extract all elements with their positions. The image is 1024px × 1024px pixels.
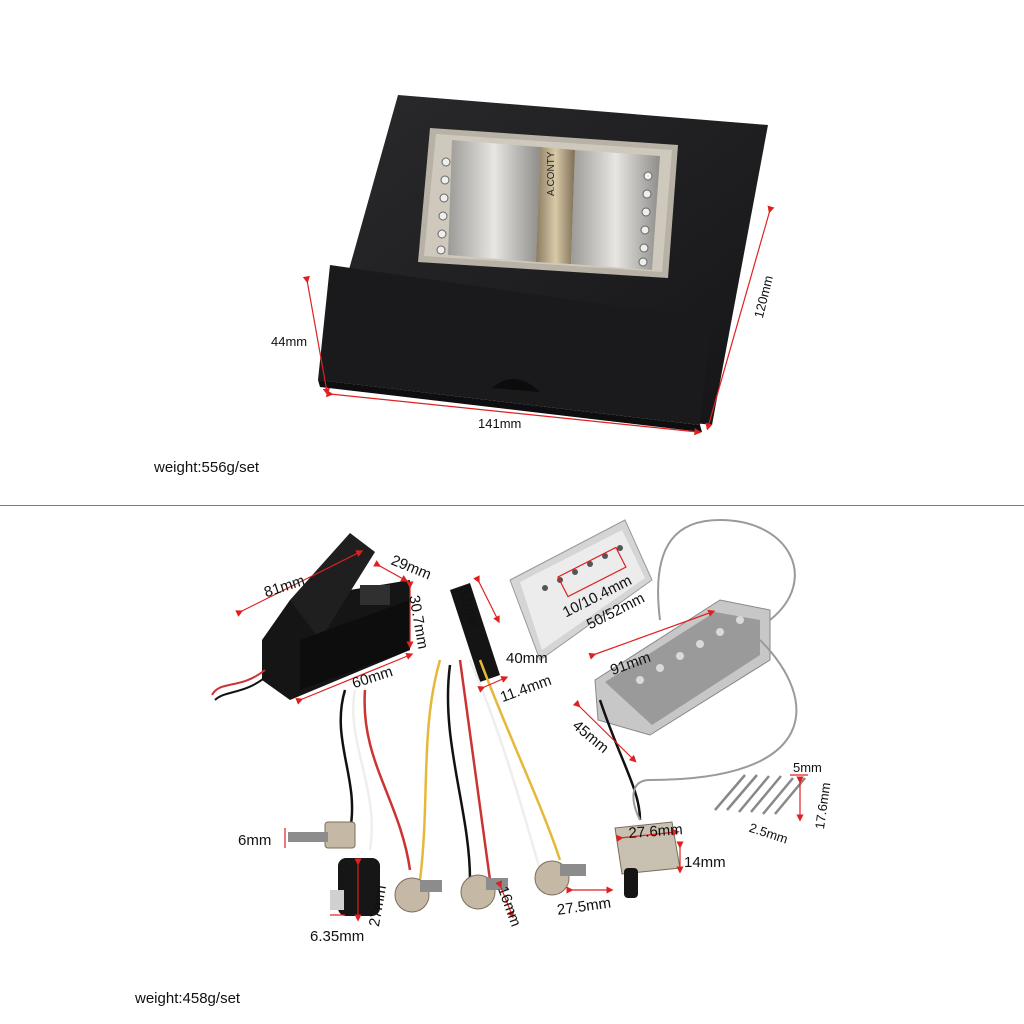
connector-length-label: 40mm <box>506 650 548 667</box>
battery-leads <box>211 669 269 701</box>
potentiometer-2 <box>394 877 442 913</box>
pot-shaft-label: 6mm <box>238 832 272 849</box>
screw-head-label: 5mm <box>793 760 822 775</box>
box-width-label: 141mm <box>478 416 522 431</box>
parts-dimension-lines <box>235 546 808 922</box>
box-weight-label: weight:556g/set <box>154 459 260 476</box>
pickup-cover-left <box>448 140 540 262</box>
section-divider <box>0 505 1024 506</box>
pickup-center <box>536 147 575 264</box>
pickup-stamp: A.CONTY <box>546 151 557 196</box>
pickup-open-humbucker <box>594 599 771 736</box>
box-dimension-lines <box>302 205 775 436</box>
box-height-label: 44mm <box>271 334 308 349</box>
switch-height-label: 14mm <box>684 854 726 871</box>
wiring <box>339 518 798 881</box>
parts-weight-label: weight:458g/set <box>135 990 241 1007</box>
pickup-cover-right <box>571 150 660 270</box>
screws <box>714 774 806 815</box>
potentiometer-1 <box>288 821 356 849</box>
jack-diameter-label: 6.35mm <box>310 928 365 945</box>
pickup-box <box>318 95 768 432</box>
connector-block <box>450 583 500 682</box>
potentiometer-4 <box>534 860 586 896</box>
